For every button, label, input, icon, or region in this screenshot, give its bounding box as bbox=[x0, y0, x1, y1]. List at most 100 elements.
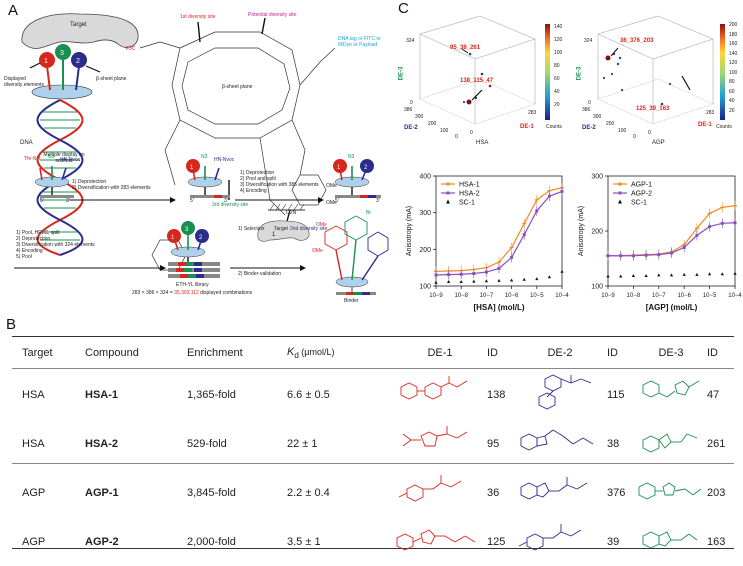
hsa-ytick-0: 0 bbox=[455, 134, 458, 140]
header-compound: Compound bbox=[85, 347, 139, 359]
header-target: Target bbox=[22, 347, 53, 359]
de2-structure bbox=[514, 370, 606, 419]
agp-xlabel: DE-1 bbox=[698, 122, 712, 128]
row-id2: 38 bbox=[607, 437, 620, 450]
scatter-agp bbox=[597, 15, 725, 125]
three-prime-1: 3' bbox=[66, 198, 70, 204]
x-tick-label: 10−5 bbox=[703, 293, 717, 299]
agp-ztick-top: 324 bbox=[584, 38, 593, 44]
target-protein-shape bbox=[21, 13, 139, 49]
step1-text: 1) Deprotection 2) Diversification with … bbox=[72, 179, 151, 191]
agp-ytick-100: 100 bbox=[618, 128, 627, 134]
o2n-label: O2N bbox=[286, 210, 297, 216]
plot-frame bbox=[607, 175, 736, 287]
legend-marker bbox=[446, 191, 450, 195]
row-compound: AGP-2 bbox=[85, 535, 119, 548]
legend-label: SC-1 bbox=[631, 200, 647, 207]
header-enrichment: Enrichment bbox=[187, 347, 243, 359]
x-tick-label: 10−9 bbox=[601, 293, 615, 299]
row-id1: 36 bbox=[487, 486, 500, 499]
de2-structure bbox=[514, 468, 606, 517]
selection-target-shape bbox=[257, 220, 310, 242]
hsa-ztick-bottom: 0 bbox=[410, 100, 413, 106]
hsa-ytick-200: 200 bbox=[428, 121, 437, 127]
hsa-xlabel: DE-1 bbox=[520, 124, 534, 130]
agp-ztick-bottom: 0 bbox=[588, 100, 591, 106]
row-kd: 22 ± 1 bbox=[287, 437, 318, 450]
f3c-label: F3C bbox=[126, 46, 136, 52]
data-point bbox=[720, 221, 724, 225]
legend-marker bbox=[446, 182, 450, 186]
x-tick-label: 10−6 bbox=[505, 293, 519, 299]
y-axis-label: Anisotropy (mA) bbox=[406, 206, 413, 256]
data-point bbox=[606, 254, 610, 258]
data-point bbox=[447, 280, 451, 283]
x-tick-label: 10−8 bbox=[454, 293, 468, 299]
header-de1: DE-1 bbox=[427, 347, 453, 359]
header-id1: ID bbox=[487, 347, 498, 359]
agp-ytick-200: 200 bbox=[606, 121, 615, 127]
library-label: ETH-YL library bbox=[176, 282, 209, 288]
row-id2: 39 bbox=[607, 535, 620, 548]
row-enrichment: 529-fold bbox=[187, 437, 227, 450]
hn-nvoc-label-2: HN-Nvoc bbox=[214, 157, 235, 163]
header-kd: Kd (μmol/L) bbox=[287, 345, 335, 361]
n3-label-2: N3 bbox=[201, 154, 208, 160]
row-id2: 376 bbox=[607, 486, 626, 499]
data-point bbox=[434, 280, 438, 284]
data-point bbox=[535, 277, 539, 281]
data-point bbox=[472, 272, 476, 276]
hsa-target-label: HSA bbox=[476, 140, 489, 146]
legend-label: SC-1 bbox=[459, 200, 475, 207]
data-point bbox=[657, 253, 661, 257]
panel-letter-c: C bbox=[398, 0, 409, 17]
multiple-display-label: Multiple display on scaffold bbox=[43, 152, 85, 164]
header-id2: ID bbox=[607, 347, 618, 359]
de3-structure bbox=[636, 517, 706, 566]
table-rule-mid bbox=[12, 463, 734, 464]
potential-site-label: Potential diversity site bbox=[248, 12, 297, 18]
step2-text: 1) Deprotection 2) Pool and split 3) Div… bbox=[240, 170, 319, 194]
data-point bbox=[547, 194, 551, 198]
hsa-xtick-283: 283 bbox=[528, 110, 537, 116]
panel-letter-a: A bbox=[8, 2, 19, 19]
colorbar-hsa bbox=[545, 24, 550, 120]
n3-label-1: N3 bbox=[48, 154, 55, 160]
scatter-hsa bbox=[419, 15, 550, 125]
row-id3: 203 bbox=[707, 486, 726, 499]
de2-structure bbox=[514, 419, 606, 468]
data-point bbox=[497, 278, 501, 282]
tfe-nh-label: Tfe-NH bbox=[24, 156, 41, 162]
de1-structure bbox=[394, 370, 486, 419]
three-prime-2: 3' bbox=[224, 198, 228, 204]
row-id3: 163 bbox=[707, 535, 726, 548]
data-point bbox=[484, 279, 488, 283]
y-tick-label: 200 bbox=[591, 229, 603, 236]
de1-structure bbox=[394, 468, 486, 517]
y-tick-label: 200 bbox=[419, 247, 431, 254]
step-row-1 bbox=[34, 159, 381, 198]
five-prime-2: 5' bbox=[190, 198, 194, 204]
table-rule-top bbox=[12, 336, 734, 337]
element-2-circle bbox=[71, 52, 87, 68]
step3-text: 1) Pool, HPLC, split 2) Deprotection 3) … bbox=[16, 230, 95, 260]
data-point bbox=[657, 273, 661, 277]
plot-frame bbox=[435, 175, 563, 287]
ome-label-2: OMe bbox=[326, 200, 337, 206]
selection-text: 1) Selection bbox=[238, 226, 265, 232]
svg-text:1: 1 bbox=[171, 235, 175, 241]
site1-label: 1st diversity site bbox=[180, 14, 216, 20]
table-row: HSA HSA-2 529-fold 22 ± 1 95 38 261 bbox=[12, 419, 734, 468]
agp-scatter-label-2: 125_39_163 bbox=[636, 106, 670, 112]
target-label: Target bbox=[70, 22, 87, 28]
binder-validation-text: 2) Binder-validation bbox=[238, 271, 282, 277]
row-id3: 261 bbox=[707, 437, 726, 450]
element-3-circle bbox=[55, 44, 71, 60]
data-point bbox=[682, 246, 686, 249]
panel-letter-b: B bbox=[6, 316, 17, 333]
row-id1: 138 bbox=[487, 388, 506, 401]
de2-structure bbox=[514, 517, 606, 566]
dna-label: DNA bbox=[20, 140, 33, 146]
data-point bbox=[669, 273, 674, 277]
